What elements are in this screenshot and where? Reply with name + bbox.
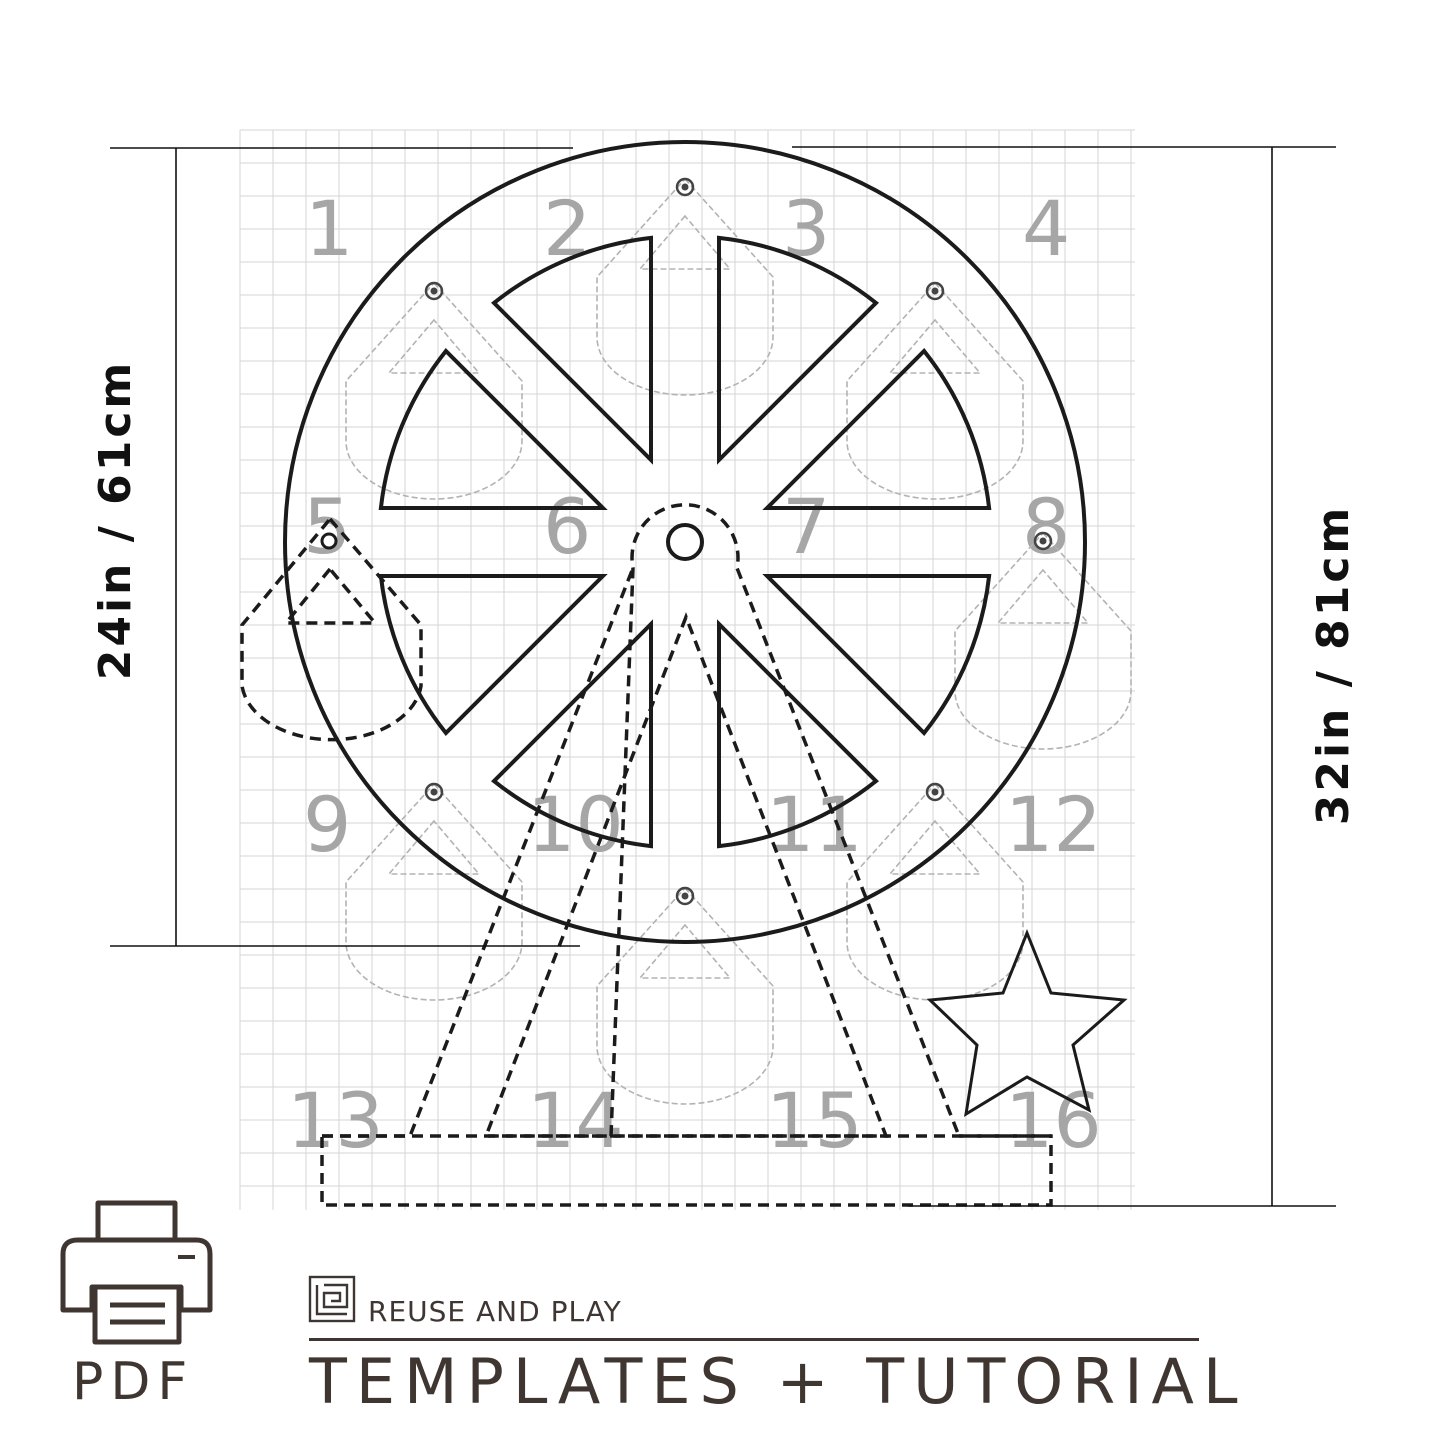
wheel-window	[378, 574, 608, 736]
page-number: 4	[1022, 184, 1070, 273]
star-decoration	[926, 928, 1128, 1117]
page-number: 3	[782, 184, 830, 273]
wheel	[283, 140, 1087, 944]
brand-divider	[309, 1338, 1199, 1341]
gondola-template	[596, 177, 774, 396]
gondola-hook-hole	[1033, 531, 1053, 551]
brand-tagline: TEMPLATES + TUTORIAL	[309, 1345, 1247, 1418]
page-number: 7	[782, 482, 830, 571]
gondola-hook-hole	[675, 177, 695, 197]
gondola-hook-hole	[925, 281, 945, 301]
brand-name: REUSE AND PLAY	[368, 1295, 622, 1328]
wheel-window	[717, 619, 879, 849]
wheel-window	[762, 348, 992, 510]
page-number: 15	[766, 1076, 863, 1165]
wheel-windows	[378, 235, 992, 849]
page-number: 12	[1005, 780, 1102, 869]
gondola-hook-dot	[931, 788, 939, 796]
gondola-outline	[240, 516, 423, 742]
gondola-template-window	[638, 923, 732, 979]
file-format-label: PDF	[72, 1352, 195, 1412]
page-number: 5	[303, 482, 351, 571]
gondola-hook-hole	[424, 281, 444, 301]
gondola-template-window	[888, 819, 982, 875]
gondola-hook-dot	[931, 287, 939, 295]
gondola-window	[282, 566, 379, 625]
gondola-template-window	[387, 819, 481, 875]
page-number: 14	[527, 1076, 624, 1165]
wheel-window	[717, 235, 879, 465]
gondola-template	[846, 281, 1024, 500]
wheel-height-label: 24in / 61cm	[90, 360, 141, 681]
page-number: 13	[287, 1076, 384, 1165]
gondola-template	[596, 886, 774, 1105]
gondola-hook-dot	[430, 287, 438, 295]
reuse-and-play-logo-icon	[308, 1275, 356, 1323]
gondola-template-window	[888, 318, 982, 374]
page-numbers: 1 2 3 4 5 6 7 8 9 10 11 12 13 14 15 16	[287, 184, 1102, 1165]
dimension-lines	[110, 146, 1336, 1207]
gondola-templates	[345, 177, 1132, 1105]
gondola-hook-dot	[681, 183, 689, 191]
gondola-cutout	[240, 516, 423, 742]
stand-outer-leg	[322, 567, 635, 1138]
total-height-label: 32in / 81cm	[1308, 505, 1359, 826]
printer-icon	[60, 1200, 213, 1345]
wheel-rim	[283, 140, 1087, 944]
page-number: 8	[1022, 482, 1070, 571]
gondola-hook-dot	[1039, 537, 1047, 545]
gondola-template	[846, 782, 1024, 1001]
gondola-template	[345, 281, 523, 500]
stand-inner-triangle	[483, 612, 889, 1138]
gondola-hook-dot	[681, 892, 689, 900]
gondola-template	[345, 782, 523, 1001]
gondola-hook-hole	[320, 532, 338, 550]
wheel-axle-hole	[666, 523, 704, 561]
wheel-window	[491, 235, 653, 465]
page-number: 6	[543, 482, 591, 571]
gondola-hook-hole	[925, 782, 945, 802]
wheel-window	[378, 348, 608, 510]
page-number: 10	[527, 780, 624, 869]
gondola-template-window	[996, 568, 1090, 624]
gondola-template-window	[387, 318, 481, 374]
gondola-template-window	[638, 214, 732, 270]
gondola-hook-hole	[424, 782, 444, 802]
wheel-window	[762, 574, 992, 736]
page-number: 11	[766, 780, 863, 869]
wheel-window	[491, 619, 653, 849]
page-number: 1	[305, 184, 353, 273]
stand-base	[320, 1134, 1053, 1207]
page-grid	[239, 129, 1135, 1210]
page-number: 9	[303, 780, 351, 869]
gondola-hook-dot	[430, 788, 438, 796]
gondola-template	[954, 531, 1132, 750]
wheel-stand	[320, 503, 1053, 1207]
gondola-hook-hole	[675, 886, 695, 906]
